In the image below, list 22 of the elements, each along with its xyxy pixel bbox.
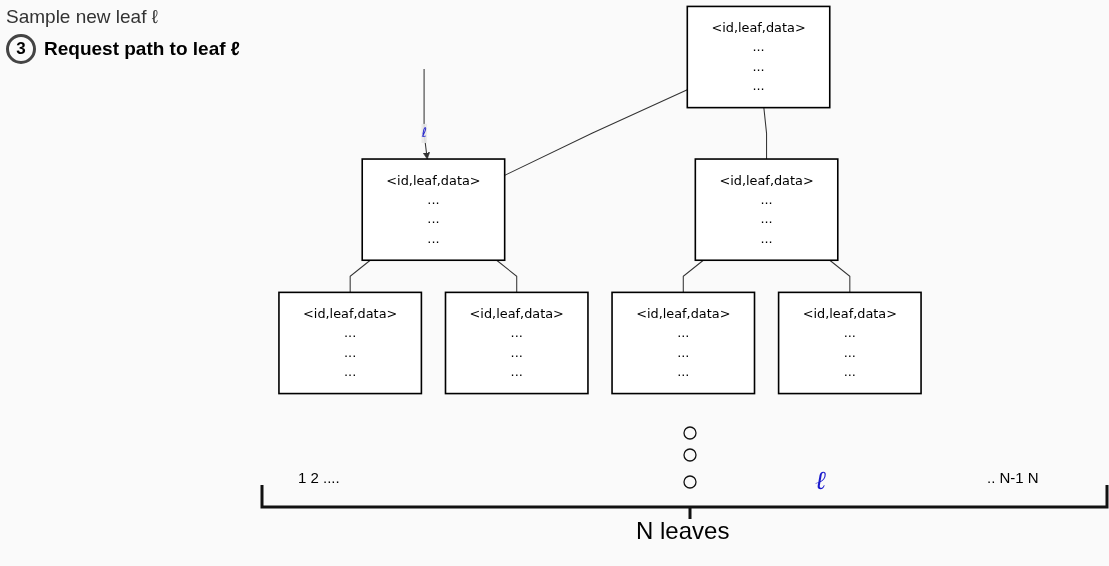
node-box: <id,leaf,data> ... ... ... — [611, 291, 756, 395]
connector — [504, 89, 688, 176]
connector — [763, 107, 768, 160]
connector — [349, 259, 371, 293]
step-heading: Sample new leaf ℓ — [6, 6, 159, 28]
node-box: <id,leaf,data> ... ... ... — [694, 158, 839, 262]
node-box: <id,leaf,data> ... ... ... — [777, 291, 922, 395]
edge-label: ℓ — [421, 125, 427, 141]
node-box: <id,leaf,data> ... ... ... — [278, 291, 423, 395]
connector — [829, 259, 851, 293]
node-box: <id,leaf,data> ... ... ... — [361, 158, 506, 262]
node-box: <id,leaf,data> ... ... ... — [444, 291, 589, 395]
connector — [496, 259, 518, 293]
connector — [682, 259, 704, 293]
node-box: <id,leaf,data> ... ... ... — [686, 5, 831, 109]
step-heading: Request path to leaf ℓ — [44, 38, 241, 60]
leaf-numbers: .. N-1 N — [987, 469, 1039, 486]
step-number-badge: 3 — [6, 34, 36, 64]
bracket-label: N leaves — [636, 517, 730, 545]
leaf-symbol: ℓ — [815, 465, 826, 496]
arrow — [422, 68, 430, 160]
leaf-numbers: 1 2 .... — [298, 469, 340, 486]
